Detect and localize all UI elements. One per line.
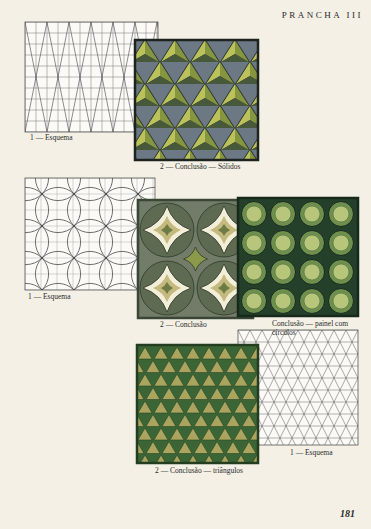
solids-pattern bbox=[101, 40, 339, 172]
figure-caption: 1 — Esquema bbox=[28, 293, 71, 302]
figure-caption: 1 — Esquema bbox=[290, 449, 333, 458]
page-number: 181 bbox=[340, 508, 355, 520]
figure-caption: 1 — Esquema bbox=[30, 134, 73, 143]
circle-pattern bbox=[238, 198, 358, 316]
figure-caption: Conclusão — painel com círculos bbox=[272, 320, 354, 337]
figure-caption: 2 — Conclusão bbox=[160, 321, 207, 330]
circle-schematic bbox=[0, 123, 209, 328]
figure-caption: 2 — Conclusão — Sólidos bbox=[160, 163, 240, 172]
plate-title: PRANCHA III bbox=[282, 10, 363, 20]
star-pattern bbox=[138, 200, 253, 318]
triangle-pattern bbox=[122, 345, 288, 467]
grid-schematic bbox=[0, 22, 223, 132]
figure-caption: 2 — Conclusão — triângulos bbox=[155, 467, 243, 476]
